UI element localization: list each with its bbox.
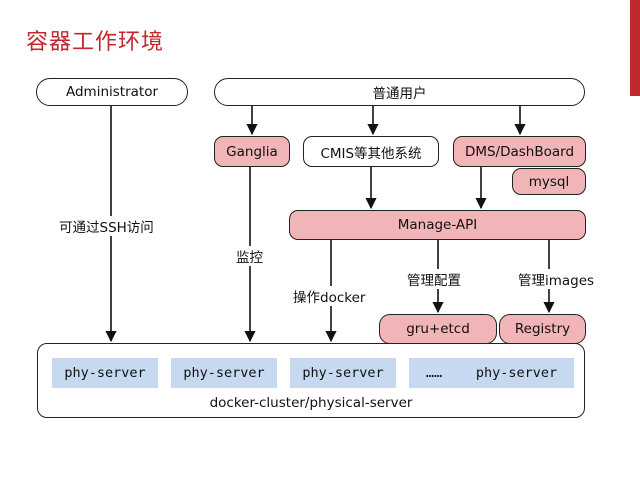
cluster-label: docker-cluster/physical-server xyxy=(209,395,413,411)
phy-server-4-label: phy-server xyxy=(475,365,558,381)
phy-server-2-label: phy-server xyxy=(183,365,265,381)
mysql-label: mysql xyxy=(528,173,570,190)
ssh-access-label: 可通过SSH访问 xyxy=(58,216,155,236)
registry-node: Registry xyxy=(499,314,586,344)
administrator-label: Administrator xyxy=(65,84,159,100)
operate-docker-label: 操作docker xyxy=(292,286,367,306)
ganglia-node: Ganglia xyxy=(214,136,290,167)
manage-api-node: Manage-API xyxy=(289,210,586,240)
mysql-node: mysql xyxy=(512,168,586,195)
manage-config-label: 管理配置 xyxy=(406,269,462,289)
phy-server-3-label: phy-server xyxy=(302,365,384,381)
dms-dashboard-node: DMS/DashBoard xyxy=(453,136,586,167)
gru-etcd-node: gru+etcd xyxy=(379,314,497,344)
phy-server-1-label: phy-server xyxy=(64,365,146,381)
phy-server-3: phy-server xyxy=(290,358,396,388)
registry-label: Registry xyxy=(514,321,571,337)
accent-bar xyxy=(630,0,640,96)
cmis-label: CMIS等其他系统 xyxy=(320,145,422,162)
monitor-label: 监控 xyxy=(235,246,264,266)
manage-api-label: Manage-API xyxy=(397,217,478,233)
phy-server-1: phy-server xyxy=(52,358,158,388)
phy-server-2: phy-server xyxy=(171,358,277,388)
manage-images-label: 管理images xyxy=(517,269,596,289)
administrator-node: Administrator xyxy=(36,78,188,106)
dms-dashboard-label: DMS/DashBoard xyxy=(464,143,575,160)
page-title: 容器工作环境 xyxy=(26,30,165,55)
server-ellipsis: …… xyxy=(425,365,443,381)
gru-etcd-label: gru+etcd xyxy=(406,321,470,337)
common-user-label: 普通用户 xyxy=(372,86,427,102)
common-user-node: 普通用户 xyxy=(214,78,585,106)
ganglia-label: Ganglia xyxy=(226,143,278,160)
cmis-node: CMIS等其他系统 xyxy=(303,136,439,167)
phy-server-4: …… phy-server xyxy=(409,358,574,388)
